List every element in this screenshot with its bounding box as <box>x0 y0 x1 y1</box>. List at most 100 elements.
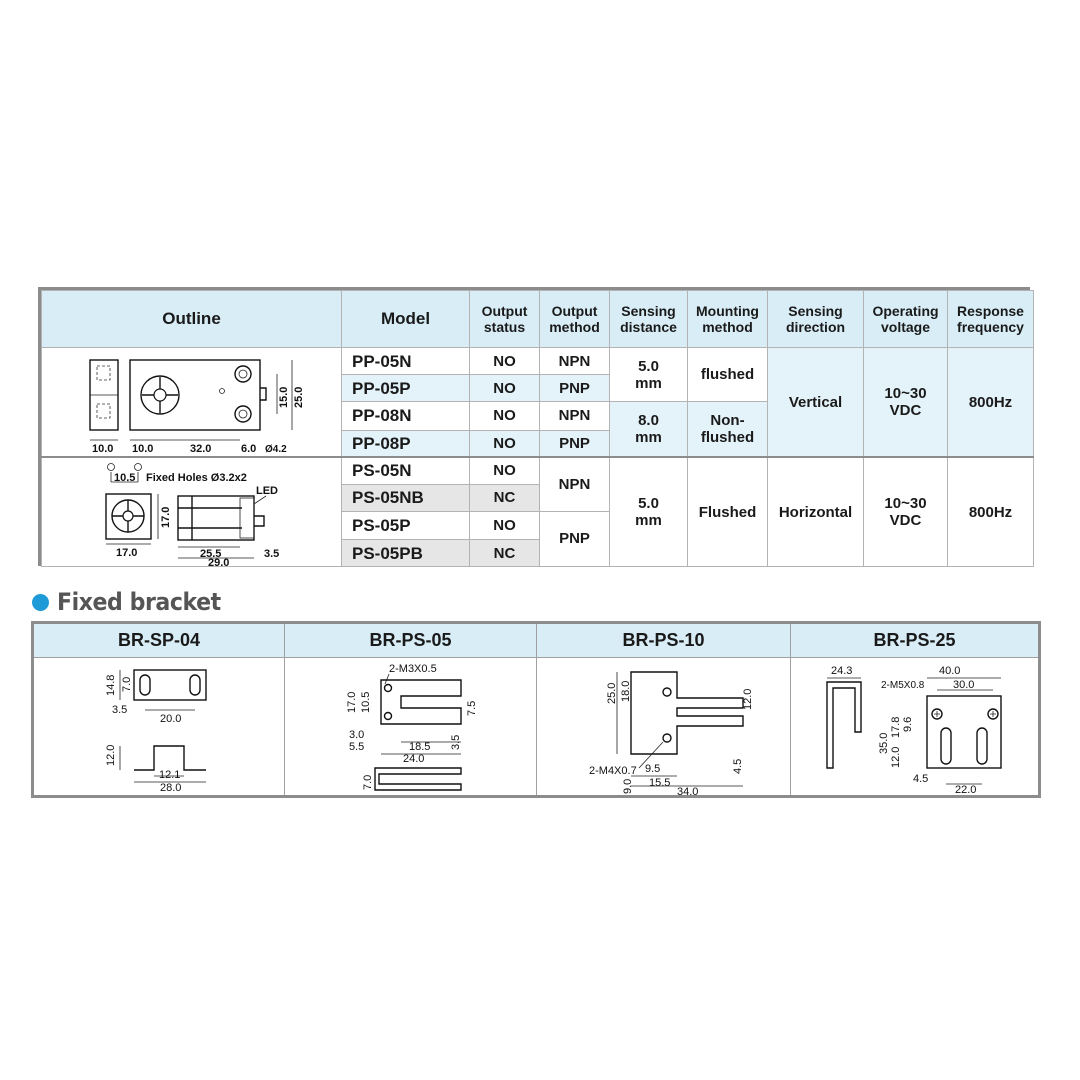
status-ps-05n: NO <box>469 456 540 485</box>
status-pp-08p: NO <box>469 429 540 458</box>
svg-text:10.5: 10.5 <box>114 472 135 484</box>
header-model: Model <box>341 290 470 348</box>
method-ps-05n: NPN <box>539 456 610 512</box>
bracket-title: BR-SP-04 <box>34 624 284 658</box>
svg-text:7.0: 7.0 <box>121 677 133 692</box>
status-pp-05n: NO <box>469 347 540 375</box>
model-ps-05pb: PS-05PB <box>341 539 470 567</box>
model-pp-05p: PP-05P <box>341 374 470 402</box>
svg-text:3.5: 3.5 <box>450 735 462 750</box>
method-pp-08p: PNP <box>539 429 610 458</box>
direction-pp: Vertical <box>767 347 864 458</box>
svg-text:35.0: 35.0 <box>878 733 890 754</box>
section-title: Fixed bracket <box>57 588 221 616</box>
svg-text:5.5: 5.5 <box>349 741 364 753</box>
direction-ps: Horizontal <box>767 456 864 567</box>
header-outline: Outline <box>41 290 342 348</box>
status-ps-05pb: NC <box>469 539 540 567</box>
svg-text:12.0: 12.0 <box>105 745 117 766</box>
bullet-dot-icon <box>32 593 49 611</box>
svg-text:9.5: 9.5 <box>645 763 660 775</box>
svg-text:3.5: 3.5 <box>112 704 127 716</box>
svg-text:25.0: 25.0 <box>293 387 305 408</box>
mounting-ps: Flushed <box>687 456 768 567</box>
bracket-br-ps-25: BR-PS-25 24.3 40.0 2-M5X0.8 30.0 17.8 9.… <box>791 624 1038 796</box>
svg-text:17.0: 17.0 <box>116 547 137 559</box>
model-pp-08n: PP-08N <box>341 401 470 431</box>
method-ps-05p: PNP <box>539 510 610 567</box>
svg-text:10.0: 10.0 <box>132 443 153 455</box>
svg-text:12.0: 12.0 <box>890 747 902 768</box>
bracket-br-sp-04: BR-SP-04 14.8 7.0 3.5 20.0 12.0 12.1 28.… <box>34 624 285 795</box>
frequency-pp: 800Hz <box>947 347 1034 458</box>
svg-text:14.8: 14.8 <box>105 675 117 696</box>
svg-text:4.5: 4.5 <box>913 773 928 785</box>
bracket-title: BR-PS-25 <box>791 624 1038 658</box>
status-ps-05nb: NC <box>469 483 540 512</box>
svg-text:18.0: 18.0 <box>620 681 632 702</box>
svg-text:25.0: 25.0 <box>606 683 618 704</box>
svg-text:2-M3X0.5: 2-M3X0.5 <box>389 663 437 675</box>
svg-text:22.0: 22.0 <box>955 784 976 796</box>
svg-text:12.0: 12.0 <box>742 689 754 710</box>
frequency-ps: 800Hz <box>947 456 1034 567</box>
svg-text:7.0: 7.0 <box>362 775 374 790</box>
svg-text:9.0: 9.0 <box>622 779 634 794</box>
svg-text:3.5: 3.5 <box>264 548 279 560</box>
bracket-title: BR-PS-10 <box>537 624 790 658</box>
svg-text:4.5: 4.5 <box>732 759 744 774</box>
method-pp-08n: NPN <box>539 401 610 431</box>
mounting-pp-08: Non-flushed <box>687 401 768 458</box>
model-ps-05nb: PS-05NB <box>341 483 470 512</box>
svg-text:2-M4X0.7: 2-M4X0.7 <box>589 765 637 777</box>
method-pp-05n: NPN <box>539 347 610 375</box>
svg-text:17.0: 17.0 <box>160 507 172 528</box>
svg-text:25.5: 25.5 <box>200 548 221 560</box>
svg-text:34.0: 34.0 <box>677 786 698 796</box>
svg-text:10.5: 10.5 <box>360 692 372 713</box>
status-pp-08n: NO <box>469 401 540 431</box>
status-ps-05p: NO <box>469 510 540 540</box>
svg-text:Ø4.2: Ø4.2 <box>265 444 287 455</box>
method-pp-05p: PNP <box>539 374 610 402</box>
model-ps-05p: PS-05P <box>341 510 470 540</box>
model-pp-08p: PP-08P <box>341 429 470 458</box>
svg-text:6.0: 6.0 <box>241 443 256 455</box>
svg-text:30.0: 30.0 <box>953 679 974 691</box>
bracket-br-ps-05: BR-PS-05 2-M3X0.5 17.0 10.5 7.5 3.0 5.5 … <box>285 624 537 795</box>
section-heading: Fixed bracket <box>32 587 235 617</box>
model-ps-05n: PS-05N <box>341 456 470 485</box>
status-pp-05p: NO <box>469 374 540 402</box>
svg-text:Fixed Holes Ø3.2x2: Fixed Holes Ø3.2x2 <box>146 472 247 484</box>
svg-text:15.0: 15.0 <box>278 387 290 408</box>
svg-text:28.0: 28.0 <box>160 782 181 794</box>
svg-text:3.0: 3.0 <box>349 729 364 741</box>
ps-outline-drawing: 10.5 Fixed Holes Ø3.2x2 17.0 17.0 LED <box>41 456 342 567</box>
bracket-br-ps-10: BR-PS-10 25.0 18.0 12.0 2-M4X0.7 9.5 15.… <box>537 624 791 796</box>
svg-text:17.8: 17.8 <box>890 717 902 738</box>
svg-text:24.0: 24.0 <box>403 753 424 765</box>
bracket-table: BR-SP-04 14.8 7.0 3.5 20.0 12.0 12.1 28.… <box>31 621 1041 798</box>
svg-text:18.5: 18.5 <box>409 741 430 753</box>
svg-text:10.0: 10.0 <box>92 443 113 455</box>
svg-text:15.5: 15.5 <box>649 777 670 789</box>
model-pp-05n: PP-05N <box>341 347 470 375</box>
pp-outline-drawing: 10.0 10.0 32.0 6.0 Ø4.2 15.0 25.0 <box>41 347 342 458</box>
svg-text:2-M5X0.8: 2-M5X0.8 <box>881 680 925 691</box>
svg-text:12.1: 12.1 <box>159 769 180 781</box>
mounting-pp-05: flushed <box>687 347 768 402</box>
svg-text:32.0: 32.0 <box>190 443 211 455</box>
svg-text:24.3: 24.3 <box>831 665 852 677</box>
